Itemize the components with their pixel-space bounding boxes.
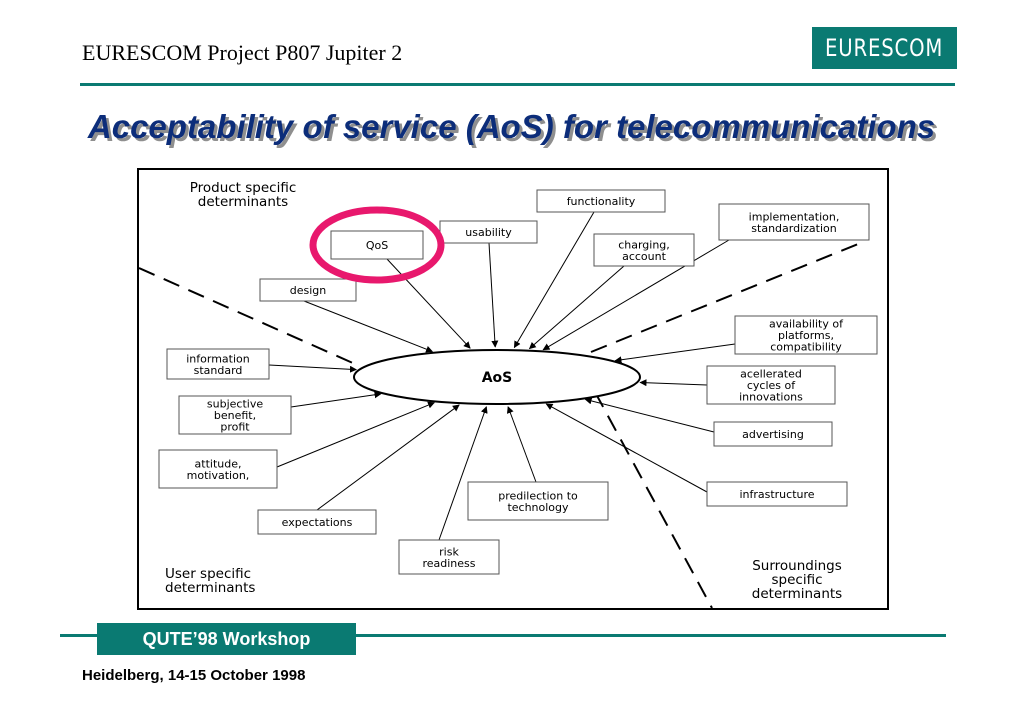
region-label-user: determinants: [165, 580, 255, 596]
determinant-label: attitude,: [195, 457, 242, 470]
slide-title: Acceptability of service (AoS) for telec…: [87, 108, 936, 145]
determinant-label: cycles of: [747, 379, 796, 392]
determinant-box-functionality: functionality: [536, 189, 666, 213]
arrow-implementation: [542, 239, 730, 351]
arrow-charging: [528, 265, 625, 350]
eurescom-logo: EURESCOM: [812, 27, 957, 69]
determinant-label: information: [186, 352, 250, 365]
arrow-attitude: [276, 401, 435, 468]
determinant-label: benefit,: [214, 409, 256, 422]
determinant-box-frame: [257, 509, 377, 535]
qos-highlight-circle: [309, 206, 445, 284]
arrow-risk: [438, 406, 488, 541]
determinant-box-frame: [718, 203, 870, 241]
determinant-label: readiness: [422, 557, 475, 570]
determinant-box-frame: [536, 189, 666, 213]
determinant-box-frame: [593, 233, 695, 267]
aos-diagram-canvas: QoS usability functionality charging,accoun…: [139, 180, 878, 608]
determinant-box-frame: [713, 421, 833, 447]
determinant-label: innovations: [739, 391, 803, 404]
region-label-user: User specific: [165, 566, 251, 582]
determinant-label: technology: [507, 501, 569, 514]
arrow-subjective: [290, 391, 382, 408]
determinant-box-advertising: advertising: [713, 421, 833, 447]
region-label-surroundings: Surroundings: [752, 558, 842, 574]
arrow-usability: [488, 242, 499, 348]
determinant-label: predilection to: [498, 489, 578, 502]
region-label-product: determinants: [198, 194, 288, 210]
determinant-label: charging,: [618, 238, 670, 251]
determinant-box-qos: QoS: [330, 230, 424, 260]
arrow-design: [303, 300, 434, 353]
region-label-product: Product specific: [190, 180, 297, 196]
determinant-box-frame: [330, 230, 424, 260]
determinant-box-frame: [259, 278, 357, 302]
determinant-box-frame: [734, 315, 878, 355]
arrow-accelerated: [639, 379, 708, 387]
workshop-label: QUTE’98 Workshop: [97, 623, 356, 655]
determinant-label: implementation,: [749, 210, 840, 223]
arrow-infrastructure: [545, 403, 708, 493]
determinant-label: account: [622, 250, 667, 263]
determinant-box-frame: [178, 395, 292, 435]
determinant-label: acellerated: [740, 368, 802, 381]
arrow-information: [268, 364, 357, 373]
arrow-advertising: [584, 397, 715, 433]
arrow-qos: [386, 258, 471, 349]
determinant-label: QoS: [366, 239, 388, 252]
determinant-box-frame: [706, 481, 848, 507]
determinant-box-attitude: attitude,motivation,: [158, 449, 278, 489]
determinant-box-design: design: [259, 278, 357, 302]
determinant-box-charging: charging,account: [593, 233, 695, 267]
determinant-box-implementation: implementation,standardization: [718, 203, 870, 241]
determinant-label: infrastructure: [739, 488, 814, 501]
determinant-box-frame: [398, 539, 500, 575]
determinant-label: standardization: [751, 222, 836, 235]
determinant-label: platforms,: [778, 329, 834, 342]
determinant-label: profit: [220, 421, 250, 434]
region-label-surroundings: specific: [771, 572, 822, 588]
determinant-box-expectations: expectations: [257, 509, 377, 535]
logo-text: EURESCOM: [825, 34, 944, 62]
arrow-predilection: [506, 406, 537, 483]
determinant-label: subjective: [207, 398, 263, 411]
determinant-label: design: [290, 284, 327, 297]
determinant-label: expectations: [282, 516, 353, 529]
region-divider-line: [139, 267, 356, 365]
determinant-label: usability: [465, 226, 512, 239]
determinant-label: motivation,: [187, 469, 250, 482]
aos-ellipse: [353, 349, 641, 405]
determinant-label: advertising: [742, 428, 804, 441]
determinant-label: functionality: [567, 195, 636, 208]
determinant-label: compatibility: [770, 341, 842, 354]
determinant-box-infrastructure: infrastructure: [706, 481, 848, 507]
determinant-box-frame: [706, 365, 836, 405]
determinant-box-frame: [158, 449, 278, 489]
header-divider: [80, 83, 955, 86]
workshop-location-date: Heidelberg, 14-15 October 1998: [82, 667, 306, 684]
aos-label: AoS: [482, 370, 513, 386]
arrow-expectations: [316, 404, 460, 511]
determinant-label: availability of: [769, 318, 844, 331]
arrow-functionality: [513, 211, 595, 349]
region-divider-line: [590, 241, 864, 353]
determinant-label: standard: [194, 364, 243, 377]
footer-divider-right: [354, 634, 946, 637]
determinant-box-frame: [467, 481, 609, 521]
footer-divider-left: [60, 634, 100, 637]
region-label-surroundings: determinants: [752, 586, 842, 602]
determinant-label: risk: [439, 545, 459, 558]
determinant-box-usability: usability: [439, 220, 538, 244]
presentation-header-title: EURESCOM Project P807 Jupiter 2: [82, 40, 403, 65]
determinant-box-frame: [166, 348, 270, 380]
arrow-availability: [614, 343, 736, 364]
aos-diagram: QoS usability functionality charging,accoun…: [137, 168, 889, 610]
region-divider-line: [594, 391, 713, 608]
